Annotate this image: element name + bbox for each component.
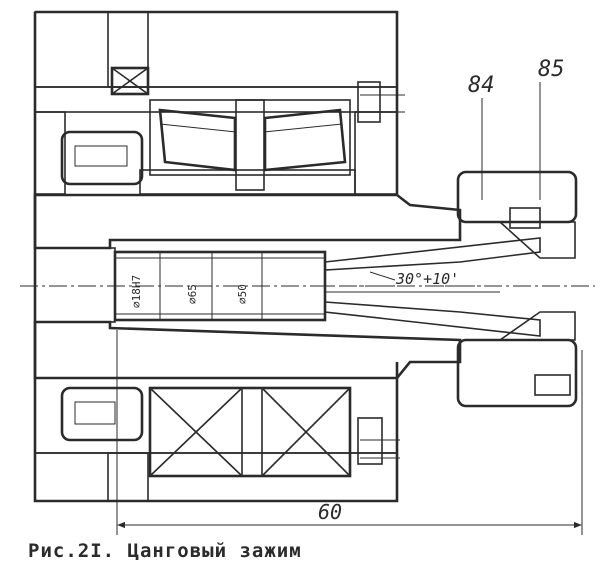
small-bearing-lower-left bbox=[60, 386, 144, 442]
diameter-label-1: ⌀18H7 bbox=[130, 275, 143, 308]
dimension-60-label: 60 bbox=[318, 500, 342, 524]
taper-roller-bearings bbox=[149, 99, 351, 191]
angle-annotation: 30°+10' bbox=[395, 270, 459, 288]
callout-leaders bbox=[481, 82, 541, 200]
figure-caption: Рис.2I. Цанговый зажим bbox=[28, 540, 302, 562]
angle-leader bbox=[369, 271, 396, 281]
callout-85: 85 bbox=[538, 57, 565, 82]
housing-outline bbox=[33, 10, 399, 503]
small-bearing-left bbox=[60, 130, 144, 186]
dimension-60: 60 bbox=[116, 330, 583, 535]
diameter-label-2: ⌀65 bbox=[186, 284, 199, 304]
collet-nut bbox=[456, 170, 578, 408]
needle-bearing-lower bbox=[148, 386, 352, 478]
spindle-bore bbox=[34, 247, 327, 323]
diameter-label-3: ⌀50 bbox=[236, 284, 249, 304]
callout-84: 84 bbox=[468, 73, 495, 98]
bolt-lower-right bbox=[357, 417, 400, 465]
spindle-upper bbox=[33, 193, 462, 250]
bearing-box-upper bbox=[110, 66, 150, 96]
